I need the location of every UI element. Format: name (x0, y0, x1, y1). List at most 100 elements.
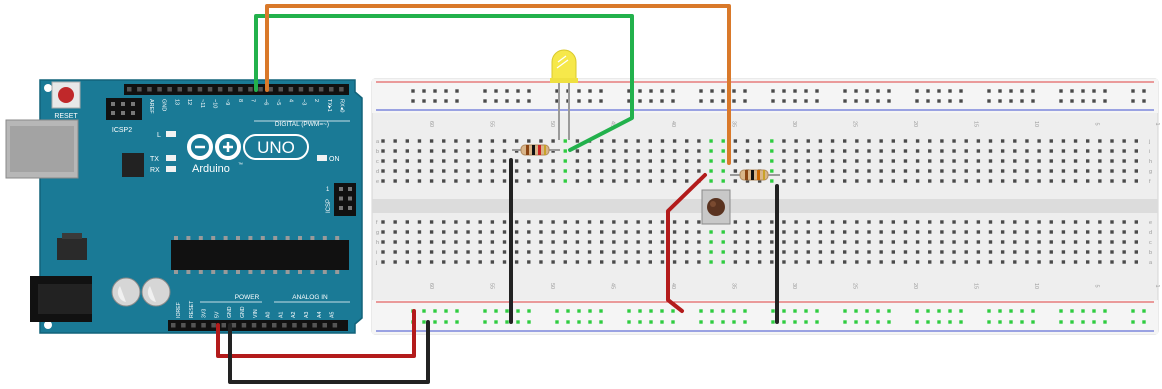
breadboard-hole (490, 179, 495, 183)
column-number: 20 (912, 121, 918, 127)
breadboard-hole (551, 169, 555, 173)
breadboard-hole (551, 240, 555, 244)
breadboard-hole (1037, 260, 1041, 264)
breadboard-hole (709, 240, 713, 244)
power-pin-label: A5 (330, 312, 336, 318)
breadboard-hole (928, 139, 932, 143)
wire-green-pin7-to-led (254, 14, 634, 152)
breadboard-hole (1049, 260, 1053, 264)
breadboard-hole (490, 260, 495, 264)
breadboard-hole (685, 179, 689, 183)
breadboard-hole (855, 260, 859, 264)
breadboard-hole (940, 260, 944, 264)
breadboard-hole (1098, 159, 1102, 163)
breadboard-hole (393, 139, 397, 143)
bottom-power-rail (372, 300, 1158, 334)
breadboard-hole (393, 230, 397, 234)
breadboard-hole (1122, 230, 1126, 234)
breadboard-hole (1122, 149, 1126, 153)
rail-hole (887, 99, 891, 103)
power-pin-label: GND (240, 306, 246, 318)
rail-hole (1020, 320, 1024, 324)
resistor-led (512, 144, 560, 156)
breadboard-hole (685, 149, 689, 153)
breadboard-hole (466, 149, 470, 153)
breadboard-hole (879, 250, 883, 254)
rail-hole (998, 309, 1002, 313)
breadboard-hole (612, 159, 616, 163)
rail-hole (937, 309, 941, 313)
rail-hole (1103, 309, 1107, 313)
rail-hole (1059, 309, 1063, 313)
wire-red-5v-to-rail (216, 309, 416, 358)
rail-hole (743, 89, 747, 93)
rail-hole (422, 99, 426, 103)
breadboard-hole (478, 230, 482, 234)
breadboard-hole (1049, 159, 1053, 163)
breadboard-hole (733, 179, 738, 183)
power-label: POWER (235, 294, 260, 301)
breadboard-hole (405, 159, 409, 163)
rail-hole (876, 99, 880, 103)
rail-hole (505, 320, 509, 324)
breadboard-hole (454, 220, 458, 224)
breadboard-hole (514, 250, 519, 254)
rail-hole (732, 320, 736, 324)
rail-hole (627, 309, 631, 313)
breadboard-hole (952, 250, 956, 254)
breadboard-hole (818, 220, 823, 224)
header-pin (211, 323, 216, 328)
breadboard-hole (903, 159, 908, 163)
icsp-pin (348, 187, 352, 191)
breadboard-hole (575, 169, 580, 173)
rail-hole (793, 99, 797, 103)
rail-hole (721, 309, 725, 313)
header-pin (238, 87, 243, 92)
rail-hole (854, 89, 858, 93)
breadboard-hole (624, 149, 628, 153)
breadboard-hole (1025, 240, 1029, 244)
breadboard-hole (818, 149, 823, 153)
digital-pin-label: ~10 (212, 99, 218, 108)
resistor-button (730, 169, 780, 181)
rail-hole (887, 89, 891, 93)
breadboard-hole (502, 179, 507, 183)
rail-hole (1131, 99, 1135, 103)
breadboard-hole (660, 139, 665, 143)
breadboard-hole (1025, 149, 1029, 153)
breadboard-hole (1049, 149, 1053, 153)
breadboard-hole (1086, 139, 1090, 143)
rail-hole (793, 309, 797, 313)
breadboard-hole (563, 230, 567, 234)
breadboard-hole (818, 250, 823, 254)
breadboard-hole (502, 139, 507, 143)
breadboard-hole (1122, 240, 1126, 244)
breadboard-hole (1134, 179, 1138, 183)
rail-hole (1020, 309, 1024, 313)
rail-hole (926, 99, 930, 103)
breadboard-hole (405, 149, 409, 153)
breadboard-hole (988, 179, 993, 183)
rail-hole (627, 320, 631, 324)
breadboard-hole (843, 169, 847, 173)
led-body (551, 49, 577, 81)
breadboard-hole (915, 159, 920, 163)
rail-hole (915, 309, 919, 313)
breadboard-hole (745, 220, 750, 224)
breadboard-hole (502, 260, 507, 264)
rail-hole (1059, 320, 1063, 324)
breadboard-hole (1025, 250, 1029, 254)
breadboard-hole (1110, 179, 1114, 183)
breadboard-hole (660, 240, 665, 244)
breadboard-hole (733, 260, 738, 264)
header-pin (221, 323, 226, 328)
row-label: j (1148, 139, 1150, 145)
rail-hole (1031, 320, 1035, 324)
breadboard-hole (551, 179, 555, 183)
breadboard-hole (514, 230, 519, 234)
breadboard-hole (478, 169, 482, 173)
breadboard-hole (600, 139, 604, 143)
breadboard-hole (697, 149, 701, 153)
breadboard-hole (624, 220, 628, 224)
